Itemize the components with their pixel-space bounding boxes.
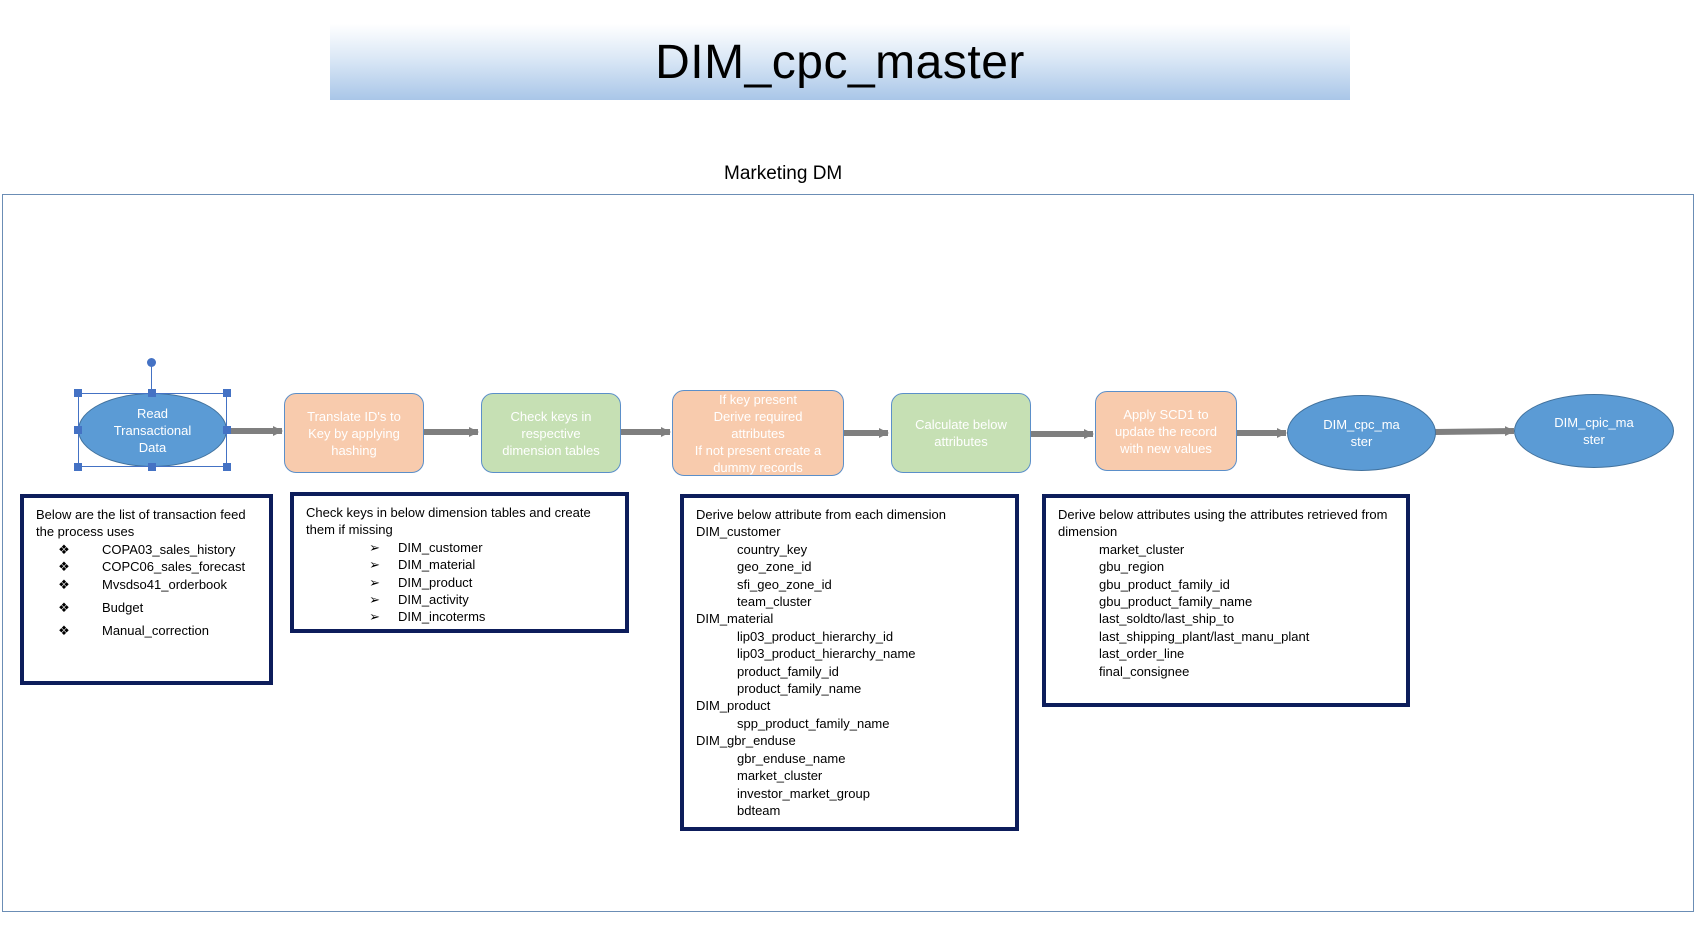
node-label: DIM_cpic_ma ster <box>1554 415 1634 447</box>
dimension-list: ➢DIM_customer ➢DIM_material ➢DIM_product… <box>306 539 613 626</box>
list-item: final_consignee <box>1099 663 1190 679</box>
page-title: DIM_cpc_master <box>655 35 1025 89</box>
list-item: geo_zone_id <box>737 559 812 575</box>
group-name: DIM_customer <box>696 524 781 540</box>
resize-handle-bl[interactable] <box>74 463 82 471</box>
list-item: investor_market_group <box>737 785 870 801</box>
diamond-bullet-icon: ❖ <box>58 576 70 592</box>
list-item: product_family_name <box>737 681 862 697</box>
arrow-dim1-to-dim2 <box>1434 426 1515 437</box>
box-check-keys: Check keys in below dimension tables and… <box>290 492 629 633</box>
arrow-bullet-icon: ➢ <box>369 609 380 625</box>
node-dim-cpc-master[interactable]: DIM_cpc_ma ster <box>1287 395 1436 471</box>
list-item: ❖COPC06_sales_forecast <box>36 558 257 575</box>
node-label: Read Transactional Data <box>113 405 192 455</box>
title-banner: DIM_cpc_master <box>330 24 1350 100</box>
list-item: ❖COPA03_sales_history <box>36 541 257 558</box>
rotate-handle[interactable] <box>147 358 156 367</box>
node-read-transactional-data[interactable]: Read Transactional Data <box>78 393 227 467</box>
resize-handle-l[interactable] <box>74 426 82 434</box>
group-name: DIM_gbr_enduse <box>696 733 796 749</box>
list-item: gbr_enduse_name <box>737 750 846 766</box>
box-heading: Below are the list of transaction feed t… <box>36 507 246 540</box>
attribute-list: market_cluster gbu_region gbu_product_fa… <box>1058 541 1394 680</box>
list-item: gbu_product_family_name <box>1099 594 1253 610</box>
list-item: ❖Budget <box>36 599 257 616</box>
list-item: sfi_geo_zone_id <box>737 576 832 592</box>
group-items: spp_product_family_name <box>696 715 1003 732</box>
selection-outline <box>78 393 227 467</box>
list-item: last_order_line <box>1099 646 1185 662</box>
group-items: lip03_product_hierarchy_id lip03_product… <box>696 628 1003 698</box>
list-item: product_family_id <box>737 663 839 679</box>
box-derived-attributes: Derive below attributes using the attrib… <box>1042 494 1410 707</box>
diagram-frame <box>2 194 1694 912</box>
list-item: gbu_region <box>1099 559 1165 575</box>
box-heading: Check keys in below dimension tables and… <box>306 505 591 538</box>
node-label: DIM_cpc_ma ster <box>1323 417 1400 449</box>
box-derive-attributes: Derive below attribute from each dimensi… <box>680 494 1019 831</box>
list-item: gbu_product_family_id <box>1099 576 1230 592</box>
feed-list: ❖COPA03_sales_history ❖COPC06_sales_fore… <box>36 541 257 640</box>
arrow-bullet-icon: ➢ <box>369 574 380 590</box>
list-item: ➢DIM_incoterms <box>306 608 613 625</box>
node-apply-scd1[interactable]: Apply SCD1 to update the record with new… <box>1095 391 1237 471</box>
node-translate-ids[interactable]: Translate ID's to Key by applying hashin… <box>284 393 424 473</box>
node-label: Translate ID's to Key by applying hashin… <box>307 408 401 458</box>
list-item: lip03_product_hierarchy_id <box>737 628 894 644</box>
resize-handle-t[interactable] <box>148 389 156 397</box>
box-heading: Derive below attributes using the attrib… <box>1058 507 1388 540</box>
diamond-bullet-icon: ❖ <box>58 623 70 639</box>
list-item: spp_product_family_name <box>737 715 890 731</box>
list-item: ❖Mvsdso41_orderbook <box>36 576 257 593</box>
list-item: market_cluster <box>1099 541 1185 557</box>
section-subtitle: Marketing DM <box>724 163 843 184</box>
resize-handle-br[interactable] <box>223 463 231 471</box>
group-items: gbr_enduse_name market_cluster investor_… <box>696 750 1003 820</box>
node-dim-cpic-master[interactable]: DIM_cpic_ma ster <box>1514 394 1674 468</box>
list-item: lip03_product_hierarchy_name <box>737 646 916 662</box>
node-label: If key present Derive required attribute… <box>694 391 822 475</box>
resize-handle-tl[interactable] <box>74 389 82 397</box>
node-derive-attributes[interactable]: If key present Derive required attribute… <box>672 390 844 476</box>
list-item: team_cluster <box>737 594 812 610</box>
box-heading: Derive below attribute from each dimensi… <box>696 507 947 522</box>
node-check-keys[interactable]: Check keys in respective dimension table… <box>481 393 621 473</box>
group-name: DIM_product <box>696 698 771 714</box>
list-item: ❖Manual_correction <box>36 622 257 639</box>
list-item: ➢DIM_customer <box>306 539 613 556</box>
list-item: bdteam <box>737 802 781 818</box>
arrow-bullet-icon: ➢ <box>369 539 380 555</box>
list-item: last_soldto/last_ship_to <box>1099 611 1235 627</box>
arrow-bullet-icon: ➢ <box>369 557 380 573</box>
list-item: market_cluster <box>737 768 823 784</box>
list-item: last_shipping_plant/last_manu_plant <box>1099 628 1310 644</box>
list-item: ➢DIM_activity <box>306 591 613 608</box>
list-item: country_key <box>737 541 808 557</box>
list-item: ➢DIM_product <box>306 574 613 591</box>
box-transaction-feeds: Below are the list of transaction feed t… <box>20 494 273 685</box>
node-calculate-attributes[interactable]: Calculate below attributes <box>891 393 1031 473</box>
node-label: Check keys in respective dimension table… <box>502 408 600 458</box>
diamond-bullet-icon: ❖ <box>58 559 70 575</box>
diamond-bullet-icon: ❖ <box>58 541 70 557</box>
resize-handle-tr[interactable] <box>223 389 231 397</box>
arrow-bullet-icon: ➢ <box>369 592 380 608</box>
diamond-bullet-icon: ❖ <box>58 600 70 616</box>
rotate-handle-stem <box>151 364 152 393</box>
group-name: DIM_material <box>696 611 774 627</box>
group-items: country_key geo_zone_id sfi_geo_zone_id … <box>696 541 1003 611</box>
node-label: Apply SCD1 to update the record with new… <box>1115 406 1217 456</box>
list-item: ➢DIM_material <box>306 556 613 573</box>
resize-handle-r[interactable] <box>223 426 231 434</box>
node-label: Calculate below attributes <box>915 417 1007 449</box>
resize-handle-b[interactable] <box>148 463 156 471</box>
